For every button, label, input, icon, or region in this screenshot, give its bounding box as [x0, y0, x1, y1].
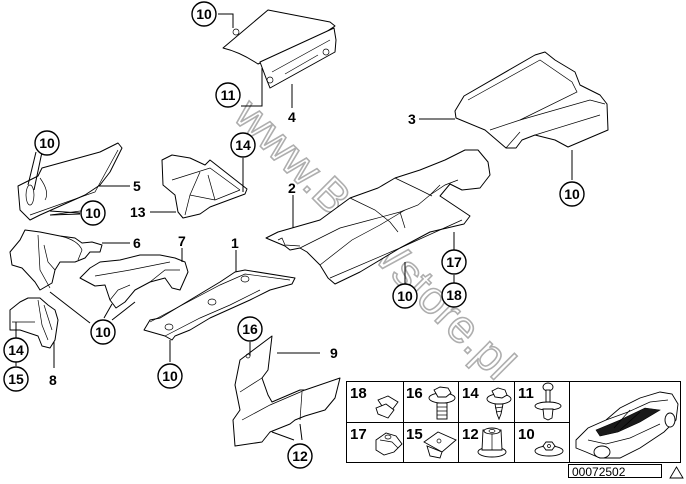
part-label-4: 4 [288, 109, 296, 125]
hex-nut-flange-icon [477, 427, 507, 458]
svg-text:11: 11 [221, 87, 236, 103]
fastener-table: 18 16 14 [346, 381, 681, 463]
callout-15-part8[interactable]: 15 [3, 366, 29, 392]
fastener-cell-14[interactable]: 14 [462, 385, 512, 421]
callout-16-part9[interactable]: 16 [237, 316, 263, 342]
svg-text:10: 10 [162, 368, 178, 384]
part-label-8: 8 [49, 372, 57, 388]
svg-text:16: 16 [242, 321, 258, 337]
flanged-nut-icon [534, 441, 564, 457]
svg-text:14: 14 [8, 342, 24, 358]
fastener-cell-17[interactable]: 17 [350, 426, 403, 456]
part-label-3: 3 [408, 111, 416, 127]
svg-text:17: 17 [446, 254, 462, 270]
fastener-cell-16[interactable]: 16 [406, 385, 456, 420]
heat-shield-part-2[interactable] [265, 149, 491, 285]
svg-text:10: 10 [95, 324, 111, 340]
svg-text:16: 16 [406, 385, 423, 402]
svg-text:12: 12 [292, 448, 308, 464]
callout-10-top[interactable]: 10 [191, 1, 217, 27]
heat-shield-part-4[interactable] [222, 9, 337, 89]
heat-shield-part-6[interactable] [9, 229, 103, 291]
clip-nut-icon [423, 431, 457, 459]
svg-text:10: 10 [518, 426, 535, 443]
heat-shield-part-9[interactable] [232, 335, 341, 447]
svg-text:18: 18 [446, 287, 462, 303]
heat-shield-part-3[interactable] [454, 51, 609, 149]
svg-text:14: 14 [235, 137, 251, 153]
svg-text:18: 18 [350, 385, 367, 402]
fastener-cell-10[interactable]: 10 [518, 426, 564, 457]
fastener-cell-15[interactable]: 15 [406, 426, 457, 459]
part-label-6: 6 [133, 235, 141, 251]
part-label-1: 1 [231, 235, 239, 251]
fastener-cell-12[interactable]: 12 [462, 426, 507, 458]
warning-triangle-icon [669, 466, 684, 479]
heat-shield-part-1[interactable] [143, 269, 296, 341]
svg-text:11: 11 [518, 385, 534, 402]
fastener-cell-18[interactable]: 18 [350, 385, 399, 419]
svg-text:15: 15 [406, 426, 423, 443]
svg-text:10: 10 [397, 288, 413, 304]
spring-nut-clip-icon [375, 432, 403, 456]
part-label-2: 2 [288, 180, 296, 196]
callout-14-part8[interactable]: 14 [3, 337, 29, 363]
svg-text:10: 10 [85, 205, 101, 221]
part-label-9: 9 [330, 345, 338, 361]
svg-text:10: 10 [39, 135, 55, 151]
heat-shield-part-5[interactable] [17, 142, 123, 221]
reference-number: 00072502 [568, 464, 662, 479]
callout-18-part2[interactable]: 18 [441, 282, 467, 308]
part-label-5: 5 [133, 178, 141, 194]
heat-shield-part-13[interactable] [161, 154, 248, 219]
callout-12-part9[interactable]: 12 [287, 443, 313, 469]
svg-text:17: 17 [350, 426, 367, 443]
clip-icon [375, 395, 399, 419]
svg-text:10: 10 [196, 6, 212, 22]
self-tapping-screw-icon [486, 387, 512, 421]
svg-text:10: 10 [564, 186, 580, 202]
fastener-cell-11[interactable]: 11 [518, 382, 562, 421]
part-label-13: 13 [130, 204, 146, 220]
part-label-7: 7 [178, 233, 186, 249]
car-overview-icon [575, 391, 679, 459]
callout-10-part3[interactable]: 10 [559, 181, 585, 207]
callout-10-part1[interactable]: 10 [157, 363, 183, 389]
callout-10-part2[interactable]: 10 [392, 283, 418, 309]
svg-text:14: 14 [462, 385, 479, 402]
svg-text:15: 15 [8, 371, 24, 387]
heat-shield-part-7[interactable] [79, 254, 189, 309]
callout-10-parts-6-7[interactable]: 10 [90, 319, 116, 345]
expanding-rivet-icon [534, 382, 562, 421]
callout-10-part5-top[interactable]: 10 [34, 130, 60, 156]
callout-17-part2[interactable]: 17 [441, 249, 467, 275]
callout-14-part13[interactable]: 14 [230, 132, 256, 158]
svg-text:12: 12 [462, 426, 479, 443]
callout-11-top[interactable]: 11 [215, 82, 241, 108]
callout-10-part5-bottom[interactable]: 10 [80, 200, 106, 226]
hex-bolt-icon [428, 386, 456, 420]
